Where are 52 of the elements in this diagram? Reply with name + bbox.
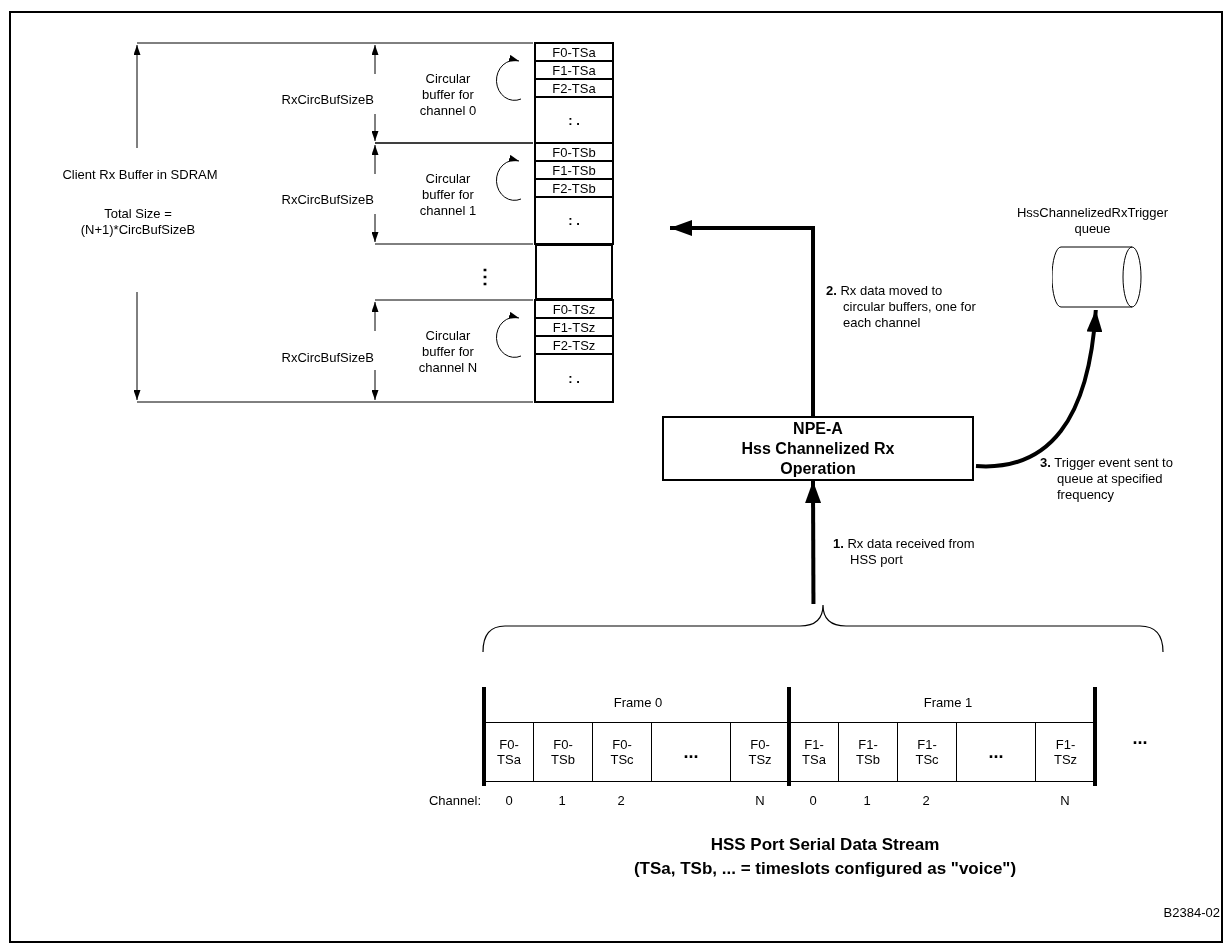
- timeslot-cell: F1- TSc: [897, 722, 957, 782]
- buffer-slot: F1-TSz: [535, 318, 613, 336]
- edge-label: 1. Rx data received from HSS port: [833, 536, 976, 568]
- buffer-slot: F1-TSa: [535, 61, 613, 79]
- channel-number: 0: [504, 793, 514, 809]
- dimension-label: RxCircBufSizeB: [280, 350, 374, 366]
- timeslot-cell: F0- TSz: [730, 722, 790, 782]
- arrow: [670, 220, 815, 416]
- box-title: NPE-A: [793, 418, 843, 439]
- process-box: [662, 416, 974, 481]
- caption-title: HSS Port Serial Data Stream: [709, 834, 941, 856]
- brace: [482, 604, 1164, 652]
- timeslot-cell: F0- TSa: [484, 722, 534, 782]
- timeslot-cell: F1- TSz: [1035, 722, 1096, 782]
- text-label: Client Rx Buffer in SDRAM: [61, 167, 219, 183]
- dimension-label: RxCircBufSizeB: [280, 92, 374, 108]
- text-label: Circular buffer for channel N: [417, 328, 479, 376]
- timeslot-cell: F0- TSc: [592, 722, 652, 782]
- buffer-slot: F2-TSb: [535, 179, 613, 197]
- buffer-block: [535, 244, 613, 300]
- timeslot-cell: ...: [651, 722, 731, 782]
- timeslot-cell: F1- TSb: [838, 722, 898, 782]
- dimension-label: RxCircBufSizeB: [280, 192, 374, 208]
- ellipsis-mark: ...: [1131, 730, 1149, 746]
- text-label: Circular buffer for channel 1: [418, 171, 478, 219]
- box-text: Hss Channelized Rx Operation: [740, 438, 896, 479]
- caption-text: (TSa, TSb, ... = timeslots configured as "voice"): [632, 858, 1018, 880]
- channel-number: 2: [921, 793, 931, 809]
- queue-label: HssChannelizedRxTrigger queue: [1015, 205, 1170, 237]
- edge-label: 3. Trigger event sent to queue at specified frequency: [1040, 455, 1174, 503]
- buffer-slot: F2-TSz: [535, 336, 613, 354]
- ellipsis-mark: ⋮: [474, 264, 496, 288]
- arrow: [805, 481, 822, 604]
- channel-number: N: [754, 793, 766, 809]
- channel-number: 0: [808, 793, 818, 809]
- timeslot-cell: F0- TSb: [533, 722, 593, 782]
- text-label: B2384-02: [1162, 905, 1220, 921]
- channel-number: 2: [616, 793, 626, 809]
- timeslot-cell: ...: [956, 722, 1036, 782]
- channel-number: N: [1059, 793, 1071, 809]
- buffer-slot: F2-TSa: [535, 79, 613, 97]
- text-label: Circular buffer for channel 0: [418, 71, 478, 119]
- arrow: [976, 309, 1102, 469]
- text-label: Frame 1: [922, 695, 974, 711]
- channel-number: 1: [862, 793, 872, 809]
- text-label: Total Size = (N+1)*CircBufSizeB: [79, 206, 197, 238]
- text-label: Frame 0: [612, 695, 664, 711]
- buffer-slot: F1-TSb: [535, 161, 613, 179]
- text-label: Channel:: [427, 793, 482, 809]
- channel-number: 1: [557, 793, 567, 809]
- edge-label: 2. Rx data moved to circular buffers, one for each channel: [826, 283, 977, 331]
- timeslot-cell: F1- TSa: [789, 722, 839, 782]
